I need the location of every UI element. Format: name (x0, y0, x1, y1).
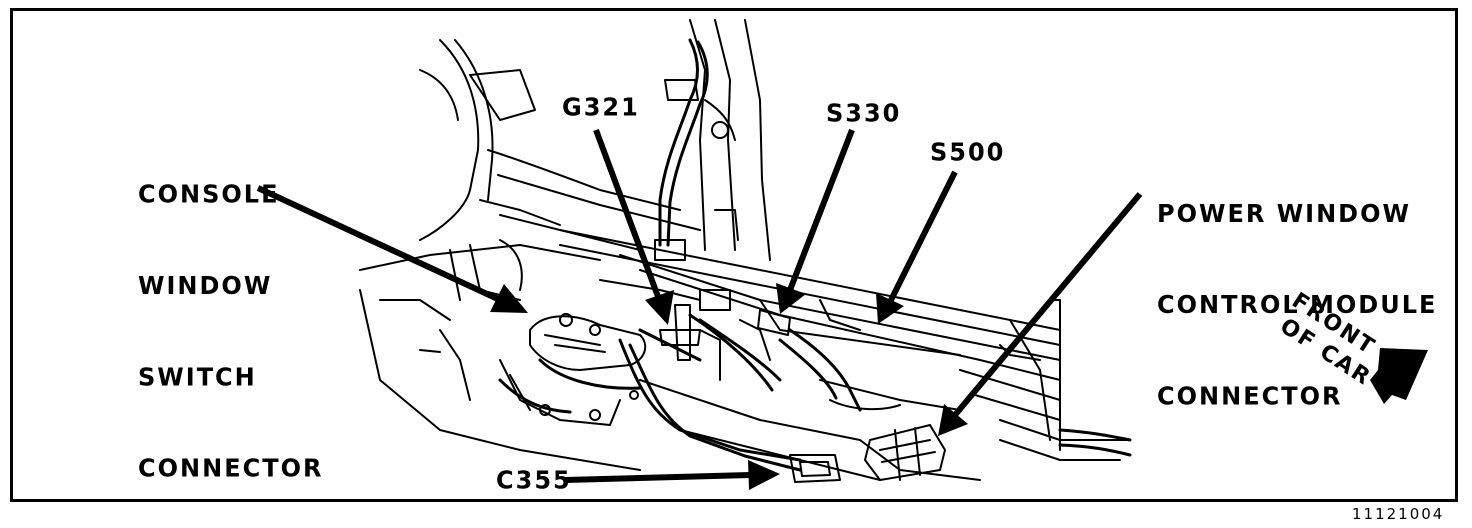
label-line: CONTROL MODULE (1157, 290, 1438, 320)
module-leader-arrow (938, 192, 1143, 436)
wiring-harness (498, 38, 1132, 472)
diagram-frame (10, 8, 1458, 502)
console-window-switch-connector-label: CONSOLE WINDOW SWITCH CONNECTOR (138, 119, 323, 515)
c355-label: C355 (496, 465, 572, 495)
s500-label: S500 (930, 137, 1006, 167)
label-line: CONSOLE (138, 179, 280, 209)
figure-number: 11121004 (1352, 505, 1445, 523)
console-leader-arrow (256, 185, 528, 313)
label-line: POWER WINDOW (1157, 198, 1411, 229)
module-connector-shape (864, 424, 946, 481)
label-line: WINDOW (138, 270, 273, 301)
label-line: CONNECTOR (138, 453, 324, 483)
s330-label: S330 (826, 98, 902, 128)
label-line: SWITCH (138, 362, 257, 392)
front-arrow-icon (1370, 348, 1428, 404)
g321-label: G321 (562, 92, 640, 122)
s500-leader-arrow (876, 170, 958, 324)
ground-and-splice-hardware (654, 79, 791, 361)
g321-leader-arrow (593, 128, 674, 325)
c355-leader-arrow (564, 460, 780, 490)
leader-arrows (256, 128, 1143, 490)
s330-leader-arrow (776, 128, 855, 314)
power-window-control-module-connector-label: POWER WINDOW CONTROL MODULE CONNECTOR (1157, 138, 1437, 443)
label-line: CONNECTOR (1157, 381, 1343, 411)
body-structure-lines (359, 19, 1131, 481)
console-switch-connector-shape (499, 313, 647, 426)
c355-connector-shape (789, 454, 841, 483)
